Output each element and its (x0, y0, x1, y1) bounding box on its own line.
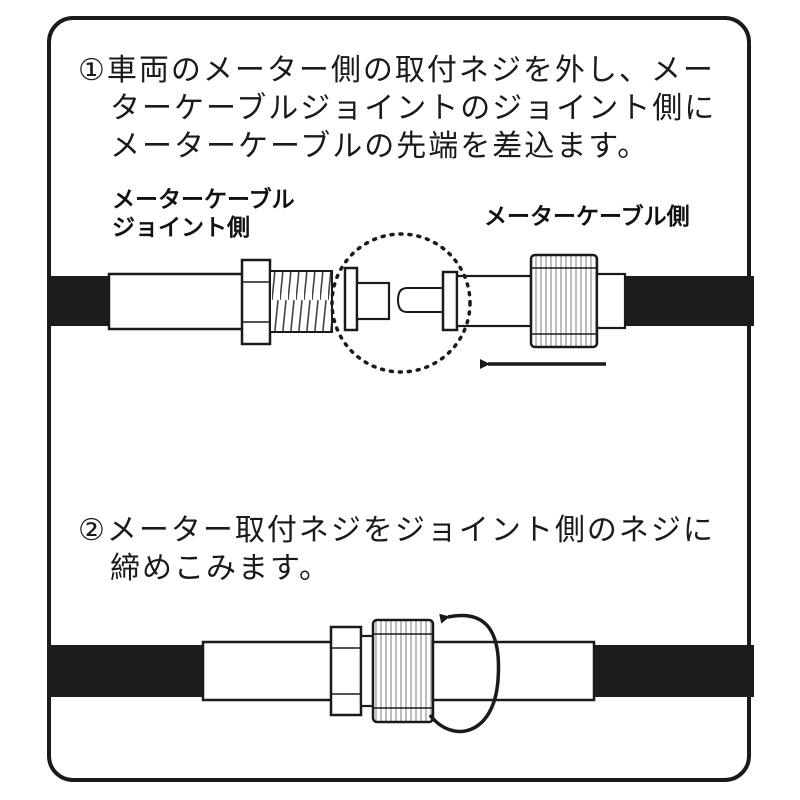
diagram-before-insertion (47, 232, 754, 374)
detail-circle (330, 232, 472, 374)
step-1-line-2: ターケーブルジョイントのジョイント側に (110, 91, 717, 126)
step-2-number: ② (78, 513, 107, 548)
cable-right-2 (592, 645, 754, 697)
hex-nut-joint-2 (329, 625, 363, 717)
hex-nut-joint (240, 258, 272, 346)
cable-left-2 (47, 645, 205, 697)
cable-tip (396, 287, 443, 313)
joint-sleeve (107, 272, 246, 331)
joint-side-label: メーターケーブル ジョイント側 (112, 186, 295, 242)
joint-sleeve-2 (201, 640, 335, 702)
connector-ring (359, 634, 375, 708)
step-2-line-2: 締めこみます。 (110, 551, 331, 586)
rotation-arrow (428, 613, 501, 734)
joint-side-label-line-1: メーターケーブル (112, 187, 295, 213)
knurled-nut-tightened (371, 618, 435, 724)
step-1-line-1: ①車両のメーター側の取付ネジを外し、メー (78, 53, 715, 88)
cable-shaft-2 (431, 640, 596, 702)
cable-left (47, 276, 113, 326)
step-2-text: ②メーター取付ネジをジョイント側のネジに 締めこみます。 (78, 512, 715, 588)
step-1-text: ①車両のメーター側の取付ネジを外し、メー ターケーブルジョイントのジョイント側に… (78, 52, 716, 166)
step-2-line-1: ②メーター取付ネジをジョイント側のネジに (78, 513, 715, 548)
cable-end-flange (441, 270, 459, 332)
threaded-section (269, 270, 333, 333)
diagram-tightening (47, 613, 754, 734)
step-1-line-3: メーターケーブルの先端を差込ます。 (110, 129, 650, 164)
cable-collar (595, 272, 627, 330)
joint-side-label-line-2: ジョイント側 (112, 215, 250, 241)
cable-side-label: メーターケーブル側 (484, 204, 690, 230)
joint-end-flange (343, 266, 359, 332)
knurled-nut-cable (529, 253, 599, 349)
cable-right (624, 276, 754, 326)
joint-socket (355, 281, 391, 321)
step-1-number: ① (78, 53, 107, 88)
